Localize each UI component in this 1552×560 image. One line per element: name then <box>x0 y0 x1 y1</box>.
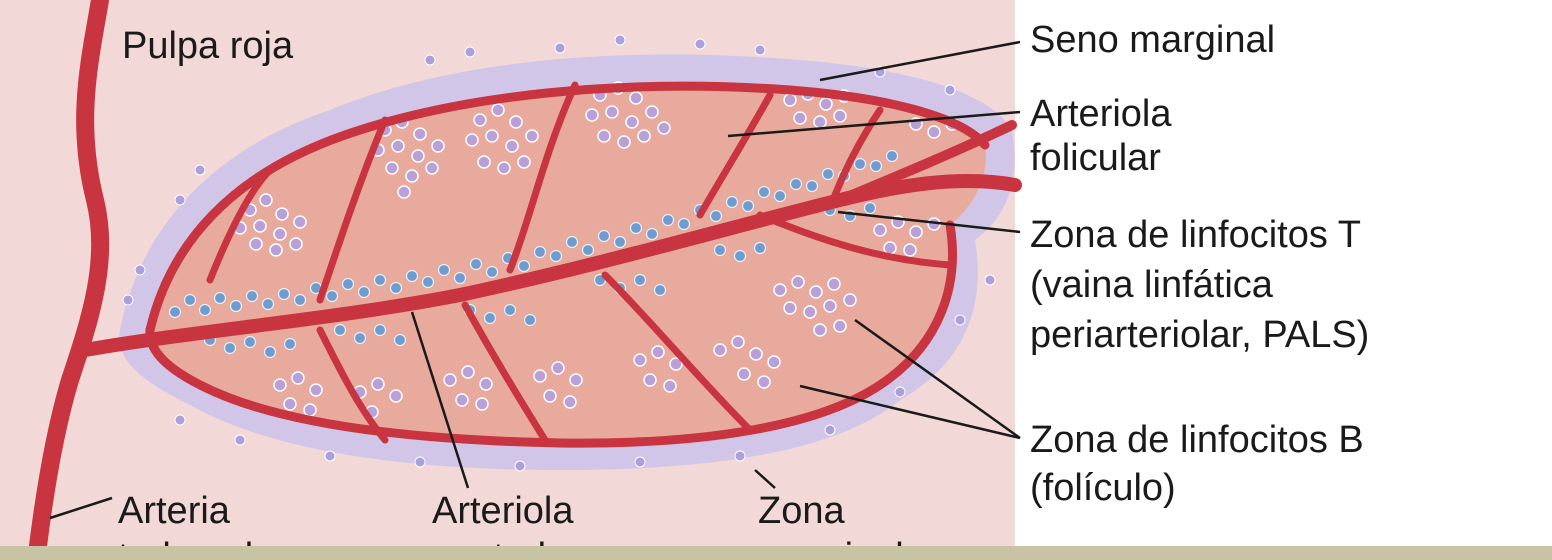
label-arteria-trabecular: Arteria trabecular <box>118 488 287 546</box>
label-zona-marginal: Zona marginal <box>758 488 904 546</box>
label-seno-marginal: Seno marginal <box>1030 20 1275 60</box>
label-arteriola-folicular: Arteriola folicular <box>1030 92 1172 180</box>
bottom-bar <box>0 546 1552 560</box>
label-zona-linfocitos-b: Zona de linfocitos B (folículo) <box>1030 416 1364 512</box>
label-pulpa-roja: Pulpa roja <box>122 26 293 66</box>
label-zona-linfocitos-t: Zona de linfocitos T (vaina linfática pe… <box>1030 210 1369 360</box>
label-arteriola-central: Arteriola central <box>432 488 574 546</box>
